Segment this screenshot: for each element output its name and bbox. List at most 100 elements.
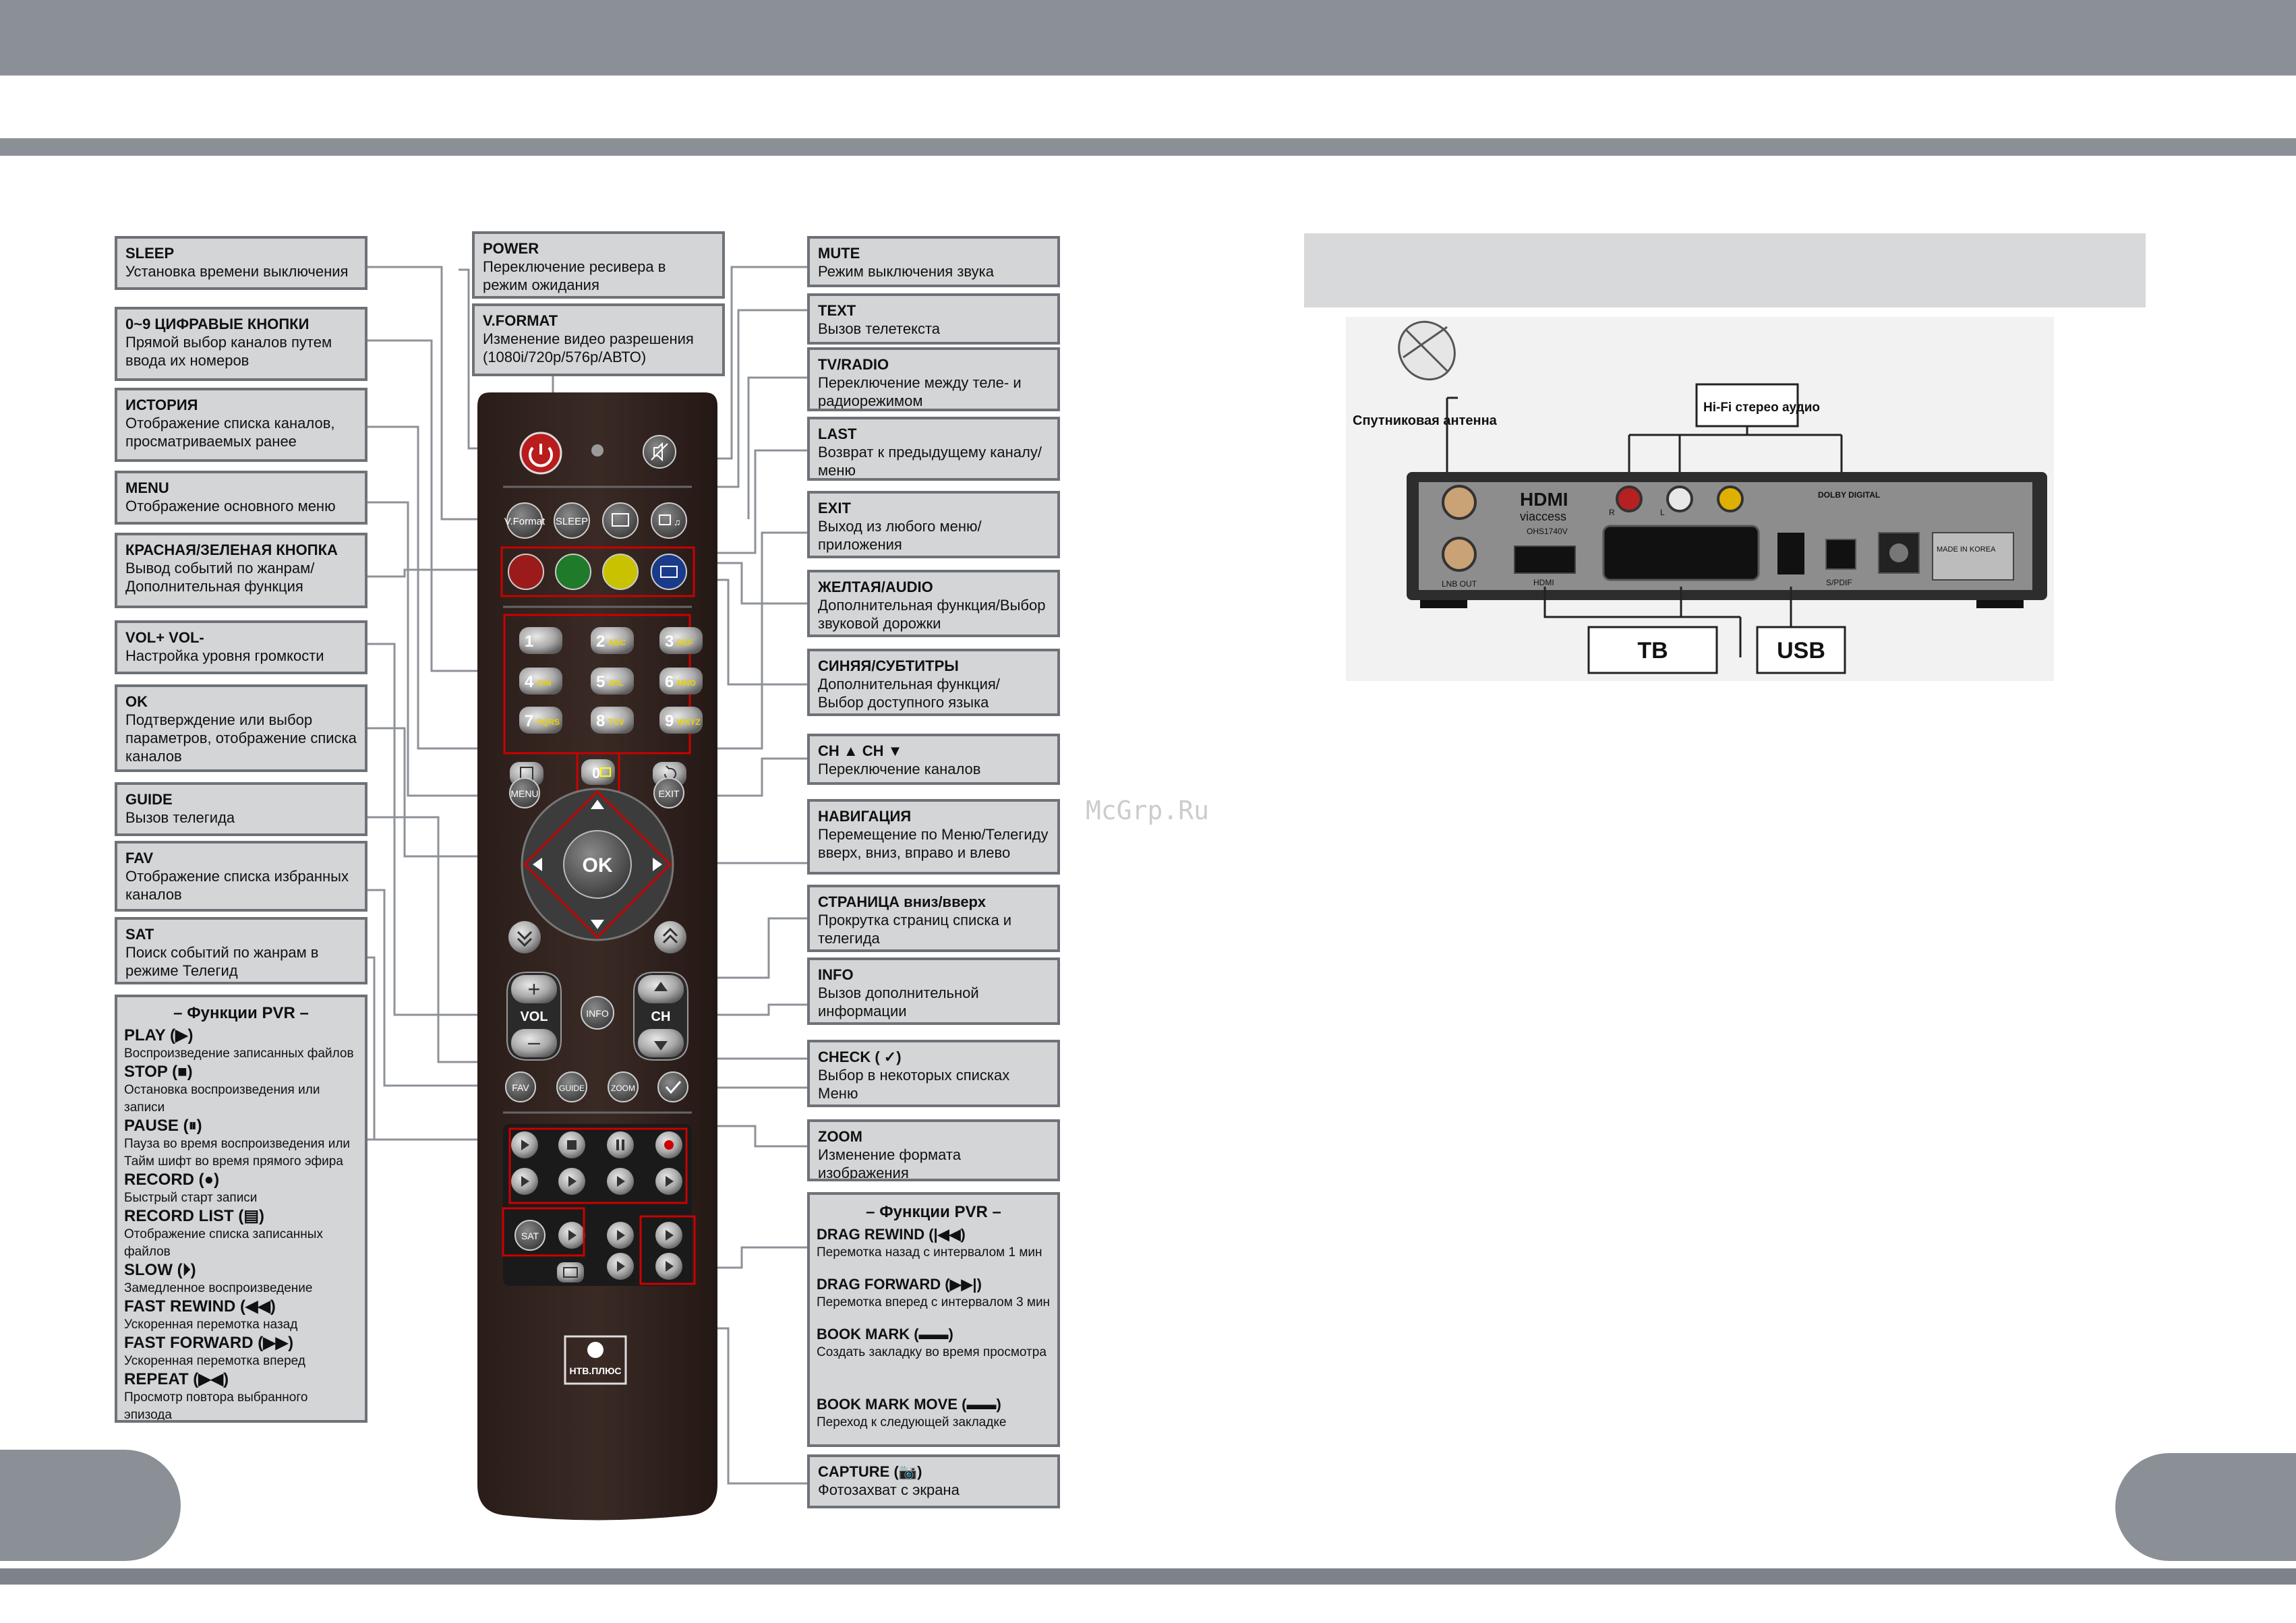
- slow-icon: [568, 1176, 577, 1187]
- pvr-item-name: SLOW (⏵): [124, 1261, 196, 1279]
- callout-desc: Отображение основного меню: [125, 498, 336, 514]
- digit-2-button[interactable]: [591, 627, 634, 654]
- callout-desc: Выход из любого меню/приложения: [818, 518, 982, 553]
- callout-title: FAV: [125, 850, 154, 866]
- callout-exit: EXIT Выход из любого меню/приложения: [807, 491, 1060, 558]
- digit-3-button[interactable]: [659, 627, 703, 654]
- guide-label: GUIDE: [559, 1084, 585, 1093]
- capture-button[interactable]: [557, 1262, 584, 1282]
- digit-9-label: 9: [665, 712, 674, 730]
- vol-up-button[interactable]: [511, 975, 557, 1003]
- digit-4-button[interactable]: [519, 668, 562, 695]
- digit-7-letters: PQRS: [537, 717, 560, 727]
- callout-title: OK: [125, 693, 148, 710]
- menu-label: MENU: [510, 788, 538, 799]
- digit-6-button[interactable]: [659, 668, 703, 695]
- text-button[interactable]: [602, 502, 639, 539]
- callout-ok: OK Подтверждение или выбор параметров, о…: [115, 684, 367, 772]
- usb-port: [1777, 533, 1804, 574]
- callout-mute: MUTE Режим выключения звука: [807, 236, 1060, 287]
- fast-forward-icon: [666, 1176, 674, 1187]
- digit-5-label: 5: [596, 673, 605, 691]
- callout-title: КРАСНАЯ/ЗЕЛЕНАЯ КНОПКА: [125, 541, 338, 558]
- callout-desc: Возврат к предыдущему каналу/меню: [818, 444, 1042, 479]
- pause-button[interactable]: [607, 1131, 634, 1158]
- digit-0-label: 0: [592, 765, 600, 781]
- digit-7-button[interactable]: [519, 707, 562, 734]
- vol-down-button[interactable]: [511, 1029, 557, 1057]
- callout-redgreen: КРАСНАЯ/ЗЕЛЕНАЯ КНОПКА Вывод событий по …: [115, 533, 367, 608]
- callout-text: TEXT Вызов телетекста: [807, 293, 1060, 345]
- callout-power: POWER Переключение ресивера в режим ожид…: [472, 231, 725, 299]
- digit-1-label: 1: [525, 632, 533, 651]
- digit-9-letters: WXYZ: [677, 717, 701, 727]
- callout-digits: 0~9 ЦИФРАВЫЕ КНОПКИ Прямой выбор каналов…: [115, 307, 367, 381]
- nav-right-icon[interactable]: [653, 858, 662, 871]
- pvr-item-name: DRAG FORWARD (▶▶|): [817, 1276, 982, 1293]
- digit-5-button[interactable]: [591, 668, 634, 695]
- callout-desc: Вызов дополнительной информации: [818, 984, 979, 1020]
- digit-9-button[interactable]: [659, 707, 703, 734]
- fav-button[interactable]: [505, 1071, 536, 1102]
- callout-title: MENU: [125, 479, 169, 496]
- info-button[interactable]: [581, 996, 614, 1030]
- sleep-button[interactable]: [554, 502, 590, 539]
- sat-button[interactable]: [514, 1220, 546, 1251]
- menu-button[interactable]: [509, 777, 540, 808]
- digit-3-letters: DEF: [677, 638, 693, 647]
- callout-blue: СИНЯЯ/СУБТИТРЫ Дополнительная функция/ В…: [807, 649, 1060, 716]
- callout-title: SAT: [125, 926, 154, 943]
- red-button[interactable]: [508, 554, 544, 590]
- callout-title: СТРАНИЦА вниз/вверх: [818, 893, 986, 910]
- nav-left-icon[interactable]: [533, 858, 542, 871]
- bookmark-move-icon: [666, 1261, 674, 1272]
- ok-button[interactable]: [563, 830, 632, 899]
- pvr-item-desc: Быстрый старт записи: [124, 1191, 258, 1205]
- tvradio-button[interactable]: [651, 502, 687, 539]
- callout-capture: CAPTURE (📷) Фотозахват с экрана: [807, 1454, 1060, 1508]
- nav-down-icon[interactable]: [591, 920, 604, 929]
- watermark: McGrp.Ru: [1086, 796, 1210, 825]
- spdif-port: [1825, 539, 1856, 570]
- callout-desc: Установка времени выключения: [125, 263, 349, 280]
- page-tab-right: [2115, 1453, 2296, 1561]
- callout-title: TEXT: [818, 302, 856, 319]
- bookmark-icon: [617, 1261, 625, 1272]
- callout-desc: Фотозахват с экрана: [818, 1481, 960, 1498]
- digit-4-letters: GHI: [537, 678, 551, 688]
- pause-icon: [616, 1140, 624, 1150]
- digit-0-button[interactable]: [581, 759, 615, 785]
- exit-button[interactable]: [653, 777, 684, 808]
- yellow-button[interactable]: [602, 554, 639, 590]
- zoom-button[interactable]: [608, 1071, 639, 1102]
- svg-text:+: +: [528, 977, 541, 1001]
- pvr-item-desc: Перемотка вперед с интервалом 3 мин: [817, 1295, 1051, 1309]
- blue-button[interactable]: [651, 554, 687, 590]
- vol-label: VOL: [520, 1009, 548, 1024]
- callout-sat: SAT Поиск событий по жанрам в режиме Тел…: [115, 917, 367, 984]
- pvr-item-name: STOP (■): [124, 1063, 193, 1081]
- digit-8-button[interactable]: [591, 707, 634, 734]
- tv-label-box: [1587, 626, 1718, 674]
- pvr-item-name: RECORD (●): [124, 1171, 220, 1189]
- digit-1-button[interactable]: [519, 627, 562, 654]
- pvr-item-name: BOOK MARK MOVE (▬▬): [817, 1396, 1001, 1413]
- check-button[interactable]: [657, 1071, 688, 1102]
- green-button[interactable]: [555, 554, 591, 590]
- callout-pvr-left: – Функции PVR – PLAY (▶) Воспроизведение…: [115, 995, 367, 1423]
- nav-up-icon[interactable]: [591, 800, 604, 809]
- pvr-heading: – Функции PVR –: [173, 1004, 309, 1022]
- callout-desc: Перемещение по Меню/Телегиду вверх, вниз…: [818, 826, 1049, 861]
- vformat-button[interactable]: [506, 502, 543, 539]
- model-label: OHS1740V: [1527, 527, 1568, 536]
- zoom-label: ZOOM: [611, 1084, 635, 1093]
- guide-button[interactable]: [556, 1071, 587, 1102]
- repeat-icon: [568, 1230, 577, 1241]
- header-stripe: [0, 138, 2296, 156]
- callout-ch: CH ▲ CH ▼ Переключение каналов: [807, 734, 1060, 785]
- dolby-logo: DOLBY DIGITAL: [1818, 490, 1880, 500]
- callout-desc: Вызов телетекста: [818, 320, 941, 337]
- drag-rewind-icon: [617, 1230, 625, 1241]
- receiver-diagram: Спутниковая антенна Hi-Fi стерео аудио L…: [1346, 317, 2054, 681]
- usb-label-box: [1756, 626, 1846, 674]
